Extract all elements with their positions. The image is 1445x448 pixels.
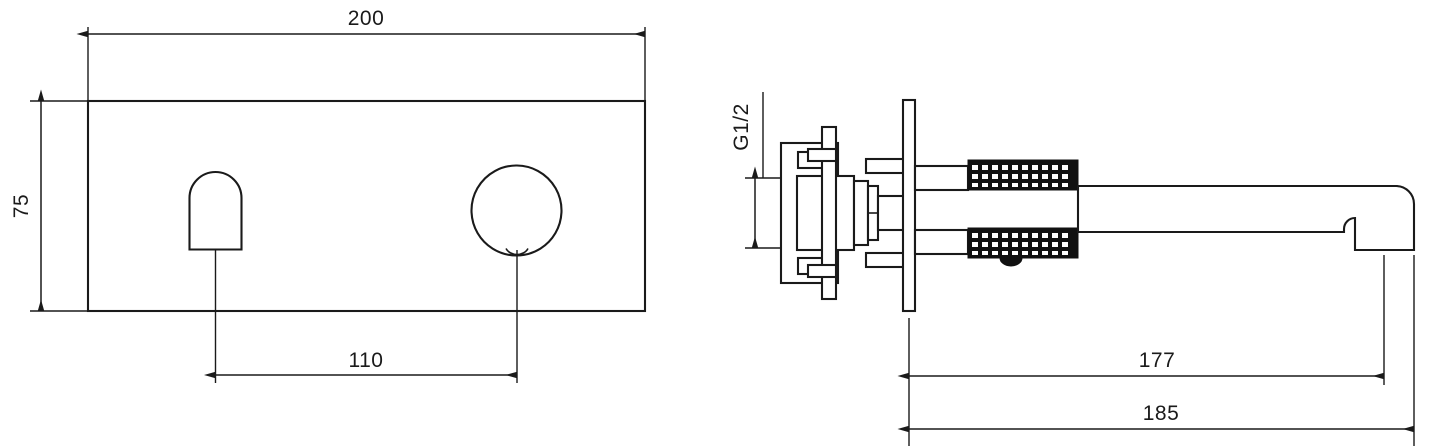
- dim-200-extensions: [87, 27, 646, 101]
- valve-spindle: [864, 157, 912, 269]
- feature-centerlines: [214, 250, 518, 383]
- outlet-tube-upper: [913, 164, 970, 192]
- dim-75-label: 75: [10, 194, 33, 218]
- knurl-lower-notch: [999, 257, 1023, 267]
- knurled-sleeve-upper: [967, 159, 1079, 191]
- side-view-group: G1/2: [730, 92, 1416, 446]
- spout-opening-circle: [470, 164, 563, 257]
- dim-185-label: 185: [1143, 402, 1180, 425]
- dim-177-label: 177: [1139, 349, 1176, 372]
- dim-200-label: 200: [348, 7, 385, 30]
- front-view-group: 200 75: [10, 7, 647, 383]
- wall-flange-plate: [901, 98, 917, 313]
- knurled-sleeve-lower: [967, 227, 1079, 267]
- dim-110-label: 110: [349, 349, 384, 372]
- spout-arm-outline: [1076, 184, 1416, 252]
- dim-177-185-extensions: [908, 255, 1415, 446]
- lever-handle-opening: [188, 170, 243, 251]
- dim-75-extensions: [30, 100, 88, 312]
- valve-mount-bracket: [806, 125, 838, 301]
- valve-cartridge: [795, 174, 880, 252]
- outlet-tube-lower: [913, 228, 970, 256]
- dim-g12-label: G1/2: [730, 103, 753, 151]
